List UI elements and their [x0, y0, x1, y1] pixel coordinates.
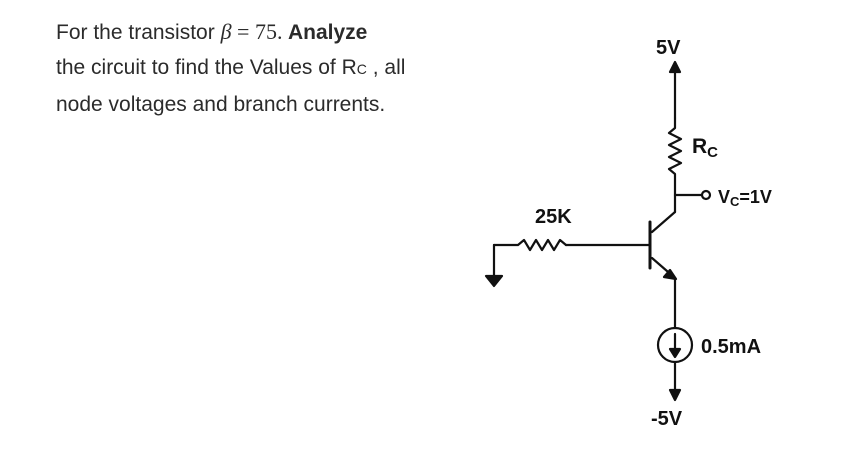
vc-label-main: V — [718, 187, 730, 207]
ground-symbol — [484, 274, 504, 288]
collector-lead — [650, 210, 677, 234]
current-source-label: 0.5mA — [701, 336, 761, 358]
problem-line-1: For the transistor β = 75. Analyze — [56, 14, 456, 50]
analyze-word: Analyze — [287, 21, 368, 44]
emitter-arrowhead — [662, 268, 678, 281]
rc-label-sub: C — [707, 144, 718, 161]
vc-terminal — [700, 189, 712, 201]
supply-bottom-label: -5V — [651, 408, 683, 430]
problem-text: For the transistor — [56, 21, 221, 44]
rc-label: RC — [692, 135, 718, 161]
current-source-arrowhead — [668, 347, 682, 359]
beta-symbol: β — [220, 19, 232, 44]
base-resistor — [492, 238, 568, 252]
problem-text: the circuit to find the Values of R — [56, 56, 357, 79]
rc-subscript: C — [356, 61, 367, 77]
beta-expression: β = 75. — [221, 19, 288, 44]
problem-line-3: node voltages and branch currents. — [56, 93, 386, 116]
base-resistor-label: 25K — [535, 206, 572, 228]
supply-top-label: 5V — [656, 37, 681, 59]
rc-resistor — [667, 116, 683, 197]
beta-value: = 75. — [231, 19, 288, 44]
supply-bottom-arrowhead — [668, 388, 682, 402]
problem-statement: For the transistor β = 75. Analyze the c… — [56, 14, 456, 122]
vc-label: VC=1V — [718, 187, 772, 209]
vc-label-value: =1V — [739, 187, 772, 207]
problem-text: , all — [366, 56, 406, 79]
vc-label-sub: C — [730, 194, 740, 209]
problem-line-2: the circuit to find the Values of RC , a… — [56, 50, 456, 87]
supply-top-arrowhead — [668, 60, 682, 74]
rc-label-main: R — [692, 135, 707, 158]
